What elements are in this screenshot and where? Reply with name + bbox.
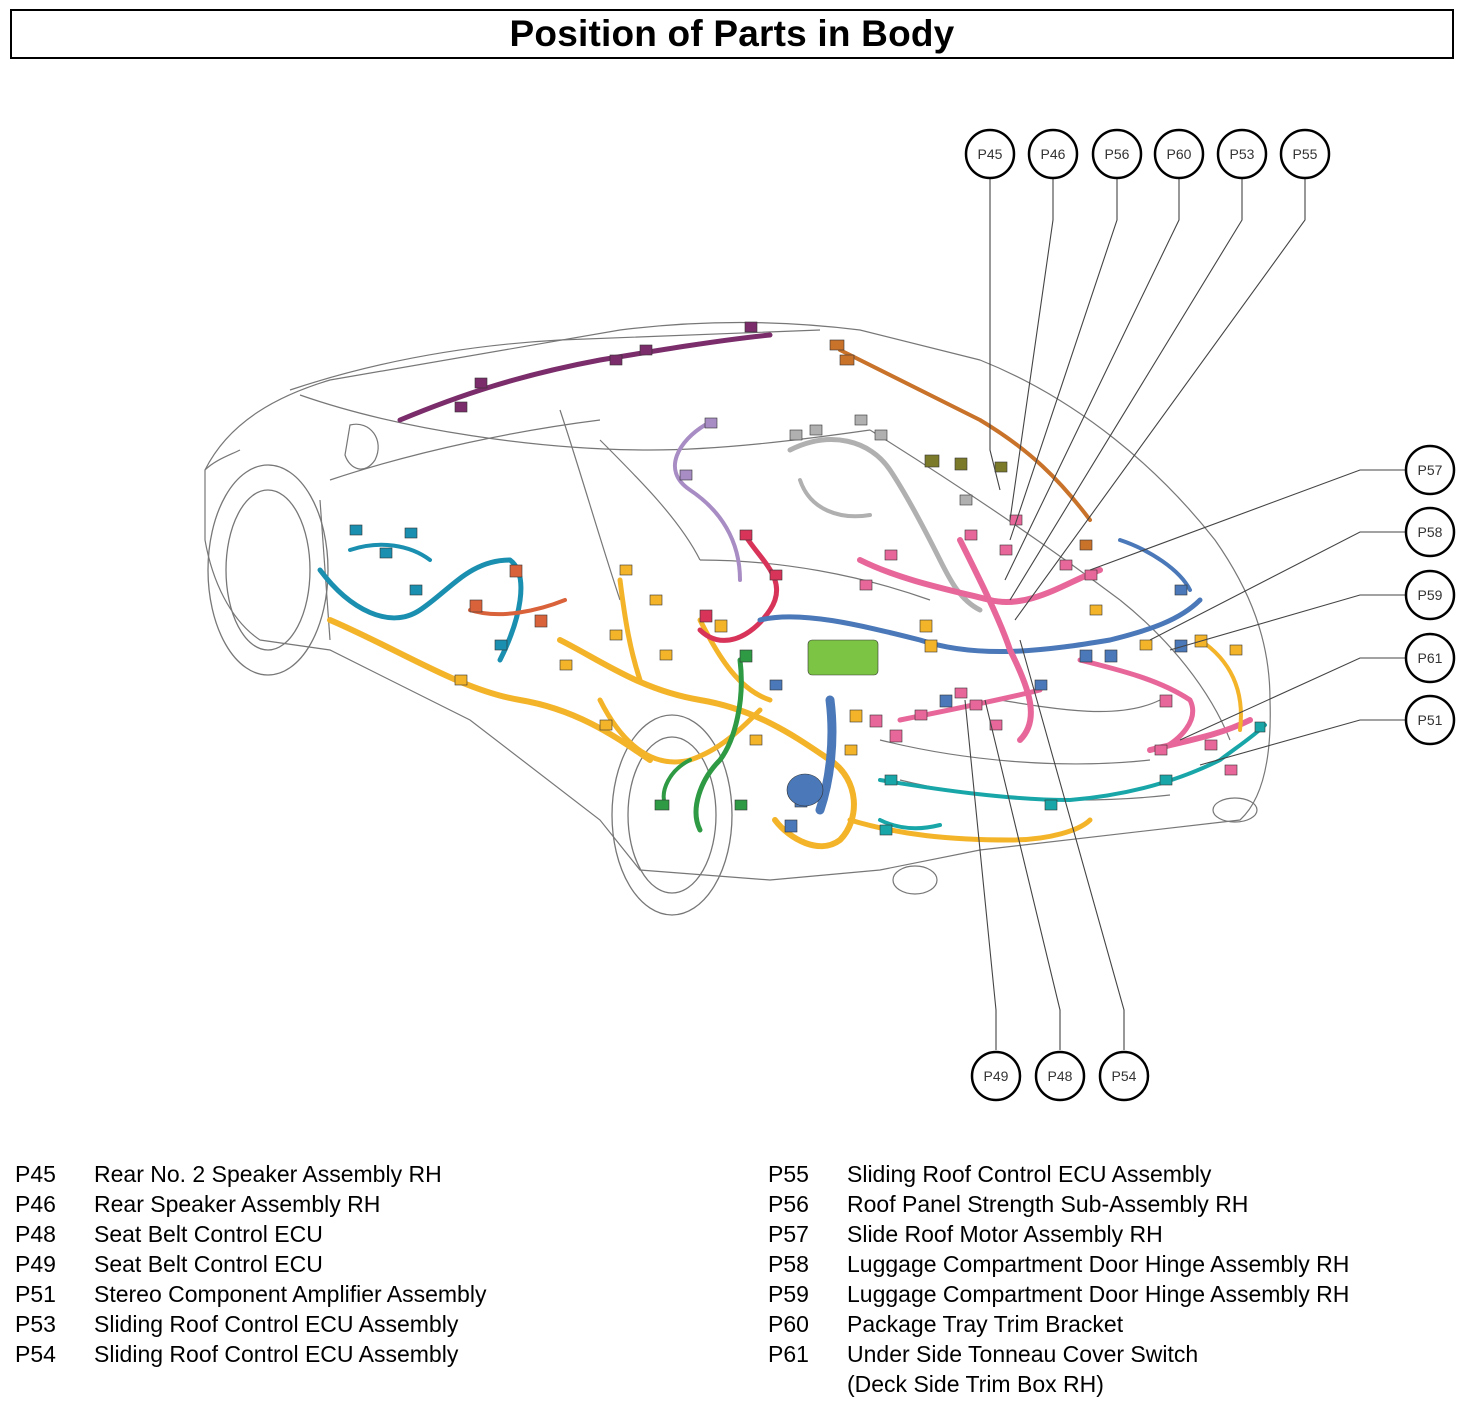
page-title: Position of Parts in Body <box>509 13 955 54</box>
svg-text:P58: P58 <box>1418 524 1443 540</box>
svg-text:P59: P59 <box>1418 587 1443 603</box>
rear-wheel <box>611 714 733 916</box>
title-box: Position of Parts in Body <box>10 9 1454 59</box>
callout-p51: P51 <box>1404 694 1456 746</box>
car-body-outline <box>204 321 1271 895</box>
green-harness <box>693 657 744 833</box>
callout-p56: P56 <box>1091 128 1143 180</box>
callout-p49: P49 <box>970 1050 1022 1102</box>
callout-p60: P60 <box>1153 128 1205 180</box>
svg-text:P54: P54 <box>1112 1068 1137 1084</box>
yellow-sill-harness <box>327 617 653 763</box>
leader-lines <box>964 178 1405 1050</box>
teal-door-harness <box>317 557 524 663</box>
blue-harness <box>757 597 1203 655</box>
callout-p45: P45 <box>964 128 1016 180</box>
red-orange-harness <box>468 598 567 617</box>
callout-p61: P61 <box>1404 632 1456 684</box>
cyan-rear-harness <box>878 723 1267 802</box>
gray-harness <box>787 437 983 613</box>
callout-p48: P48 <box>1034 1050 1086 1102</box>
lilac-harness <box>672 423 742 582</box>
purple-roof-harness <box>397 332 773 423</box>
wheels <box>207 464 733 916</box>
svg-text:P57: P57 <box>1418 462 1443 478</box>
connectors <box>349 321 1266 836</box>
front-wheel <box>207 464 329 676</box>
svg-text:P45: P45 <box>978 146 1003 162</box>
callout-p53: P53 <box>1216 128 1268 180</box>
svg-text:P56: P56 <box>1105 146 1130 162</box>
svg-text:P49: P49 <box>984 1068 1009 1084</box>
wire-harnesses <box>317 332 1267 850</box>
svg-text:P61: P61 <box>1418 650 1443 666</box>
svg-text:P48: P48 <box>1048 1068 1073 1084</box>
callout-p46: P46 <box>1027 128 1079 180</box>
svg-text:P53: P53 <box>1230 146 1255 162</box>
svg-text:P51: P51 <box>1418 712 1443 728</box>
red-harness <box>697 532 780 643</box>
callout-p58: P58 <box>1404 506 1456 558</box>
callout-p55: P55 <box>1279 128 1331 180</box>
callout-p59: P59 <box>1404 569 1456 621</box>
svg-text:P55: P55 <box>1293 146 1318 162</box>
brown-roof-harness <box>838 348 1092 522</box>
callout-p54: P54 <box>1098 1050 1150 1102</box>
svg-text:P60: P60 <box>1167 146 1192 162</box>
svg-text:P46: P46 <box>1041 146 1066 162</box>
callout-p57: P57 <box>1404 444 1456 496</box>
